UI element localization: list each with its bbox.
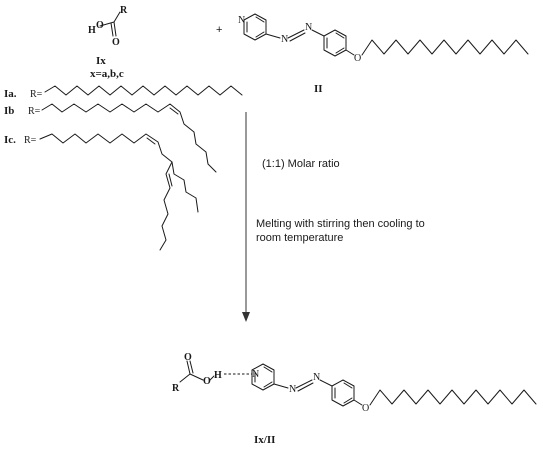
phenyl-ring xyxy=(323,29,347,57)
substituent-r-ic: R= xyxy=(24,135,37,146)
condition-process-line1: Melting with stirring then cooling to xyxy=(256,218,425,230)
bond xyxy=(110,22,114,37)
compound-label-product: Ix/II xyxy=(254,434,275,446)
bond xyxy=(343,397,353,404)
substituent-r-ia: R= xyxy=(30,89,43,100)
variant-label: x=a,b,c xyxy=(90,68,124,80)
bond xyxy=(335,47,345,54)
atom-n: N xyxy=(289,384,296,395)
atom-n: N xyxy=(313,372,320,383)
atom-o: O xyxy=(362,403,369,414)
atom-r: R xyxy=(120,5,128,16)
substituent-branch-ic xyxy=(159,161,173,251)
substituent-label-ib: Ib xyxy=(4,105,14,117)
atom-h: H xyxy=(214,370,222,381)
atom-n: N xyxy=(252,369,259,380)
bond xyxy=(345,49,355,56)
bond xyxy=(186,360,191,375)
atom-n: N xyxy=(305,22,312,33)
reaction-arrow-head xyxy=(242,312,250,322)
product-complex-structure: R O O H N N N O xyxy=(172,352,537,414)
bond xyxy=(287,29,305,39)
compound-label-ii: II xyxy=(314,83,323,95)
bond xyxy=(263,366,273,373)
substituent-chain-ia xyxy=(44,85,243,96)
bond xyxy=(289,32,306,42)
phenyl-ring xyxy=(331,379,355,407)
atom-o: O xyxy=(96,20,104,31)
condition-process-line2: room temperature xyxy=(256,232,343,244)
atom-r: R xyxy=(172,383,180,394)
carboxylic-acid-structure: R H O O xyxy=(88,5,128,48)
bond xyxy=(343,382,353,389)
substituent-r-ib: R= xyxy=(28,106,41,117)
substituent-chain-ic xyxy=(39,133,199,213)
atom-o: O xyxy=(203,376,211,387)
pyridine-ring xyxy=(243,13,267,41)
bond xyxy=(113,21,117,37)
bond xyxy=(273,383,289,389)
bond xyxy=(189,360,194,374)
bond xyxy=(168,173,173,187)
atom-o: O xyxy=(354,53,361,64)
atom-o: O xyxy=(184,352,192,363)
alkyl-chain xyxy=(369,389,537,406)
bond xyxy=(255,16,265,23)
bond xyxy=(335,32,345,39)
bond xyxy=(113,11,121,23)
bond xyxy=(353,399,363,406)
bond xyxy=(189,373,204,381)
substituent-label-ia: Ia. xyxy=(4,88,17,100)
substituent-label-ic: Ic. xyxy=(4,134,16,146)
plus-sign: + xyxy=(216,24,222,36)
atom-h: H xyxy=(88,25,96,36)
bond xyxy=(179,373,191,383)
bond xyxy=(319,379,333,387)
bond xyxy=(311,29,325,37)
bond xyxy=(263,381,273,388)
pyridine-ring xyxy=(251,363,275,391)
compound-label-ix: Ix xyxy=(96,55,106,67)
bond xyxy=(265,33,281,39)
bond xyxy=(209,375,215,381)
azopyridine-structure: N N N O xyxy=(238,13,529,64)
bond xyxy=(99,21,115,27)
condition-ratio: (1:1) Molar ratio xyxy=(262,158,340,170)
bond xyxy=(169,107,179,115)
atom-n: N xyxy=(238,15,245,26)
substituent-chain-ib xyxy=(41,103,217,173)
bond xyxy=(297,382,314,392)
alkyl-chain xyxy=(361,39,529,56)
atom-o: O xyxy=(112,37,120,48)
bond xyxy=(295,379,313,389)
atom-n: N xyxy=(281,34,288,45)
bond xyxy=(146,137,156,145)
bond xyxy=(255,31,265,38)
